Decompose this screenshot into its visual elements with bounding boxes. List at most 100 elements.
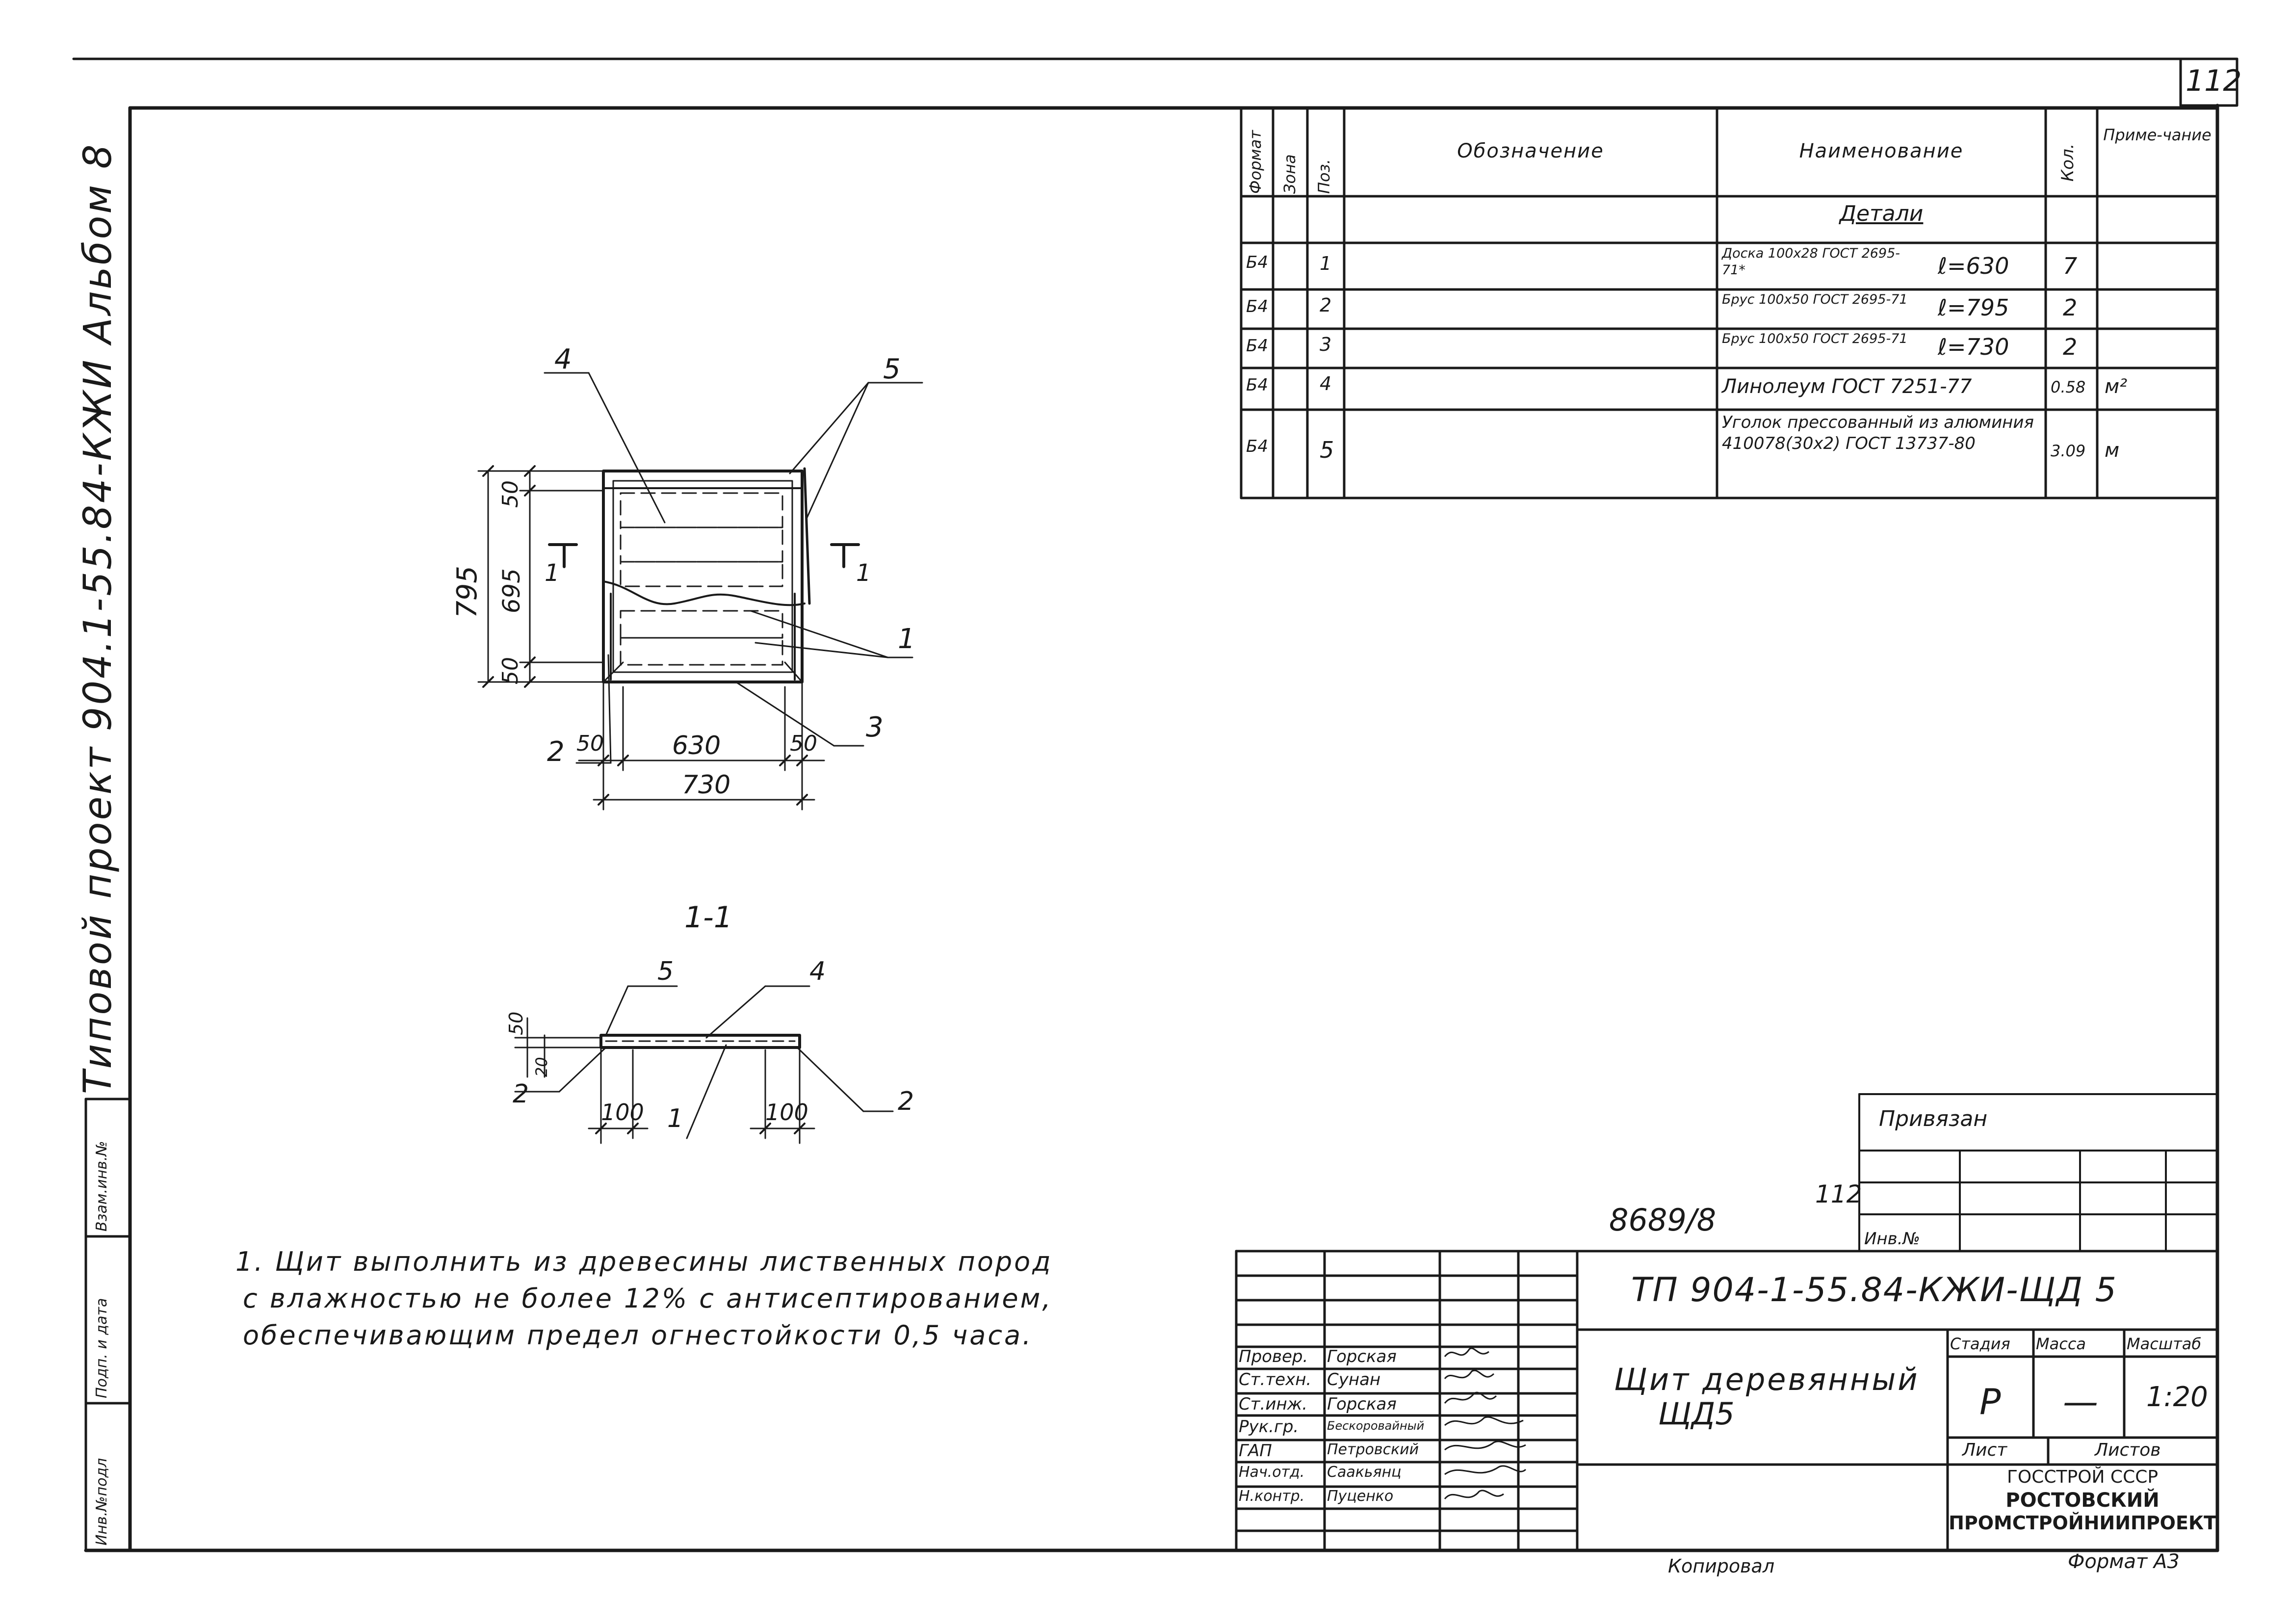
sheet-number: 112 [2186, 64, 2242, 98]
signatory-name: Пуценко [1327, 1488, 1394, 1505]
drawing-designation: ТП 904-1-55.84-КЖИ-ЩД 5 [1631, 1271, 2117, 1310]
row-5-pos: 5 [1320, 437, 1334, 463]
section-mark-right: 1 [856, 559, 871, 587]
scale-label: Масштаб [2127, 1335, 2202, 1353]
section-callout-4: 4 [809, 957, 826, 986]
row-3-length: ℓ=730 [1938, 334, 2009, 360]
format-label: Формат А3 [2068, 1550, 2180, 1573]
row-1-format: Б4 [1246, 253, 1268, 272]
binding-label: Привязан [1879, 1106, 1988, 1131]
section-callout-1: 1 [667, 1104, 684, 1133]
header-designation: Обозначение [1457, 140, 1604, 162]
note-line-3: обеспечивающим предел огнестойкости 0,5 … [243, 1320, 1033, 1351]
stamp-field-inv-no: Инв.№подл [93, 1458, 110, 1545]
plan-callout-1: 1 [898, 623, 915, 655]
signatory-role: Ст.инж. [1239, 1394, 1308, 1414]
row-1-name: Доска 100х28 ГОСТ 2695-71* [1722, 246, 1900, 278]
mass-value: — [2063, 1381, 2098, 1422]
row-5-format: Б4 [1246, 437, 1268, 456]
stamp-field-signature-date: Подп. и дата [93, 1298, 110, 1398]
row-4-format: Б4 [1246, 375, 1268, 395]
row-3-pos: 3 [1320, 334, 1332, 355]
row-1-length: ℓ=630 [1938, 253, 2009, 279]
plan-callout-5: 5 [883, 353, 901, 385]
spec-table-grid [1240, 106, 2219, 499]
dim-vertical-middle: 695 [498, 568, 525, 613]
copied-label: Копировал [1668, 1555, 1775, 1577]
signatory-name: Горская [1327, 1394, 1397, 1414]
row-5-name: Уголок прессованный из алюминия 410078(3… [1722, 413, 2034, 453]
dim-vertical-total: 795 [451, 566, 483, 618]
signatory-name: Петровский [1327, 1441, 1419, 1458]
title-block-grid [1235, 1250, 2219, 1552]
section-callout-5: 5 [657, 957, 674, 986]
dim-horizontal-left: 50 [576, 731, 604, 756]
signatory-role: Нач.отд. [1239, 1464, 1305, 1481]
signatory-name: Бескоровайный [1327, 1419, 1425, 1433]
signature-marks [1444, 1347, 1527, 1500]
section-title: 1-1 [684, 900, 732, 935]
note-line-2: с влажностью не более 12% с антисептиров… [243, 1283, 1053, 1314]
row-2-qty: 2 [2063, 294, 2078, 321]
sheets-label: Листов [2095, 1440, 2161, 1460]
header-pos: Поз. [1315, 159, 1333, 194]
row-2-pos: 2 [1320, 294, 1332, 316]
row-5-qty: 3.09 [2051, 442, 2086, 460]
header-format: Формат [1246, 130, 1265, 194]
project-title: Типовой проект 904.1-55.84-КЖИ Альбом 8 [76, 142, 120, 1095]
signatory-role: Н.контр. [1239, 1488, 1305, 1505]
org-line-1: ГОССТРОЙ СССР [2006, 1467, 2159, 1487]
section-mark-left: 1 [545, 559, 560, 587]
sheet-label: Лист [1962, 1440, 2007, 1460]
stage-label: Стадия [1950, 1335, 2010, 1353]
dim-vertical-top: 50 [498, 480, 523, 508]
signatory-name: Сунан [1327, 1370, 1381, 1389]
plan-callout-2: 2 [547, 736, 565, 768]
scale-value: 1:20 [2146, 1381, 2208, 1413]
row-4-name: Линолеум ГОСТ 7251-77 [1722, 375, 1972, 398]
plan-callout-3: 3 [866, 711, 884, 743]
section-dim-50: 50 [505, 1011, 527, 1035]
header-qty: Кол. [2058, 143, 2078, 182]
stage-value: Р [1979, 1381, 2001, 1422]
dim-horizontal-total: 730 [682, 770, 731, 800]
row-3-format: Б4 [1246, 336, 1268, 356]
dim-horizontal-right: 50 [790, 731, 817, 756]
inventory-number: 8689/8 [1609, 1202, 1717, 1238]
mass-label: Масса [2036, 1335, 2086, 1353]
signatory-role: Ст.техн. [1239, 1370, 1312, 1389]
plan-callout-4: 4 [554, 343, 572, 375]
org-line-2: РОСТОВСКИЙ [2005, 1489, 2160, 1512]
section-title: Детали [1839, 201, 1924, 226]
section-dim-100-left: 100 [601, 1099, 644, 1126]
signatory-role: Рук.гр. [1239, 1417, 1299, 1437]
section-callout-2-right: 2 [898, 1087, 914, 1116]
header-zone: Зона [1280, 154, 1299, 194]
inventory-sheet: 112 [1815, 1180, 1862, 1208]
row-5-note: м [2105, 439, 2120, 462]
org-line-3: ПРОМСТРОЙНИИПРОЕКТ [1949, 1512, 2216, 1534]
item-name-line1: Щит деревянный [1614, 1362, 1920, 1397]
section-callout-2-left: 2 [513, 1079, 529, 1109]
dim-horizontal-middle: 630 [672, 731, 721, 760]
row-2-length: ℓ=795 [1938, 294, 2009, 321]
row-2-format: Б4 [1246, 297, 1268, 316]
plan-view-drawing [477, 372, 923, 811]
signatory-name: Горская [1327, 1347, 1397, 1366]
binding-inv-label: Инв.№ [1864, 1229, 1920, 1249]
section-dim-20: 20 [532, 1057, 551, 1077]
row-1-pos: 1 [1320, 253, 1332, 274]
row-3-qty: 2 [2063, 334, 2078, 360]
dim-vertical-bottom: 50 [498, 657, 523, 684]
section-dim-100-right: 100 [765, 1099, 808, 1126]
row-4-pos: 4 [1320, 373, 1332, 394]
section-view-drawing [514, 985, 894, 1144]
note-line-1: 1. Щит выполнить из древесины лиственных… [235, 1246, 1053, 1277]
row-4-note: м² [2105, 375, 2128, 398]
signatory-name: Саакьянц [1327, 1464, 1402, 1481]
signatory-role: Провер. [1239, 1347, 1308, 1366]
stamp-field-replace-inv: Взам.инв.№ [93, 1141, 110, 1231]
item-name-line2: ЩД5 [1658, 1396, 1735, 1432]
row-3-name: Брус 100х50 ГОСТ 2695-71 [1722, 331, 1908, 346]
